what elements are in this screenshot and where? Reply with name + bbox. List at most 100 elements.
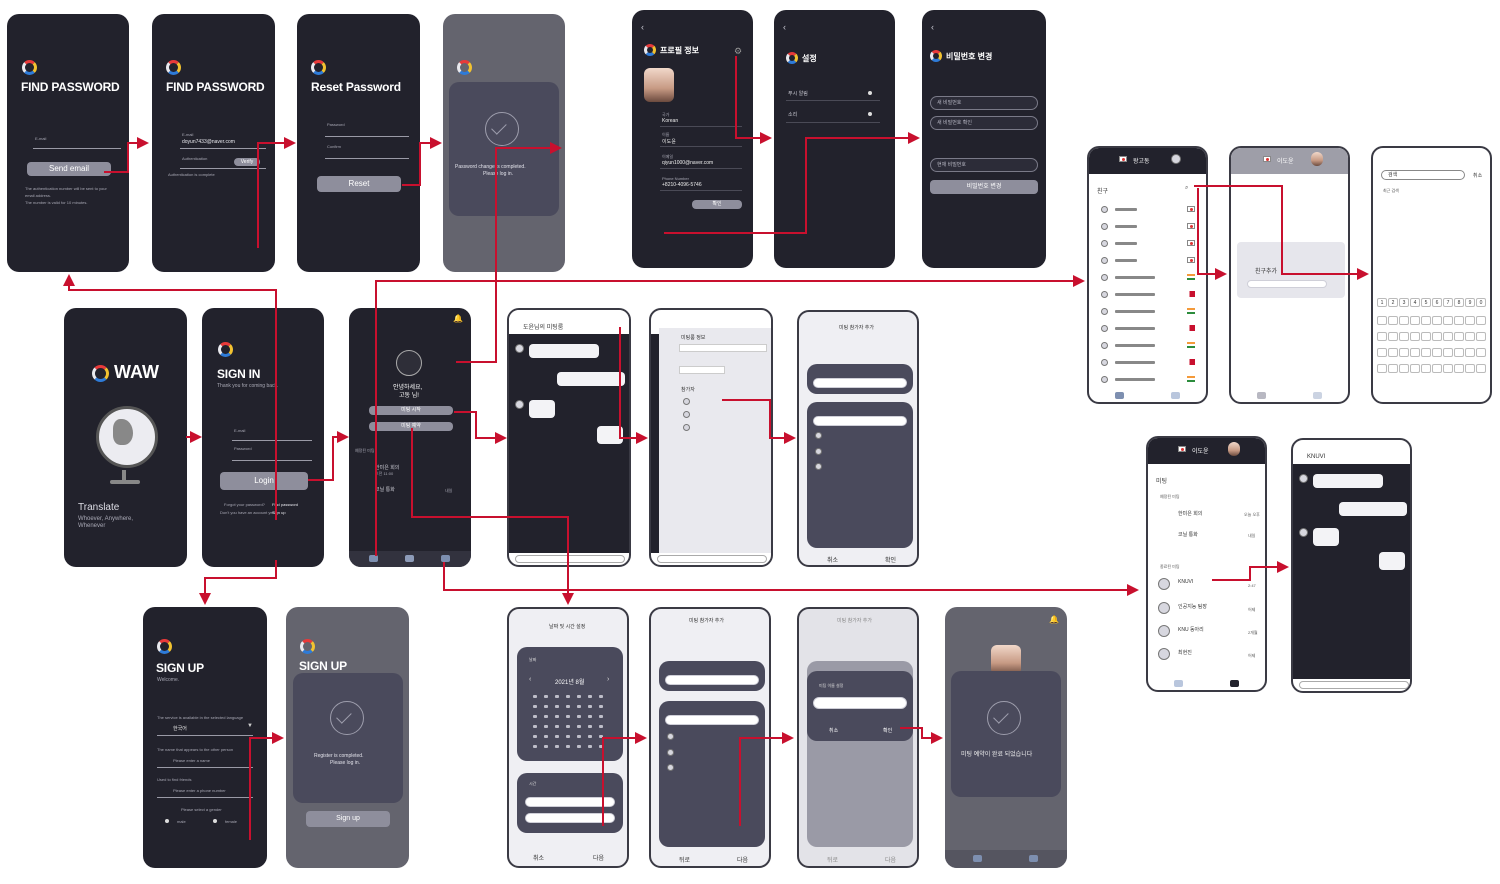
message-input[interactable]: [515, 555, 625, 563]
start-time-field[interactable]: [525, 797, 615, 807]
cancel-button[interactable]: 취소: [1473, 173, 1483, 179]
ended-meeting-1[interactable]: KNUVI: [1178, 579, 1194, 585]
key[interactable]: [1443, 364, 1453, 373]
calendar-day[interactable]: [595, 741, 606, 751]
key[interactable]: [1377, 364, 1387, 373]
key[interactable]: [1377, 316, 1387, 325]
friends-icon[interactable]: [1115, 392, 1124, 399]
calendar-day[interactable]: [562, 741, 573, 751]
calendar-day[interactable]: [551, 701, 562, 711]
ended-meeting-4[interactable]: 최현진: [1178, 650, 1192, 656]
search-field[interactable]: [813, 378, 907, 388]
key[interactable]: [1476, 332, 1486, 341]
calendar-day[interactable]: [540, 721, 551, 731]
male-radio[interactable]: [165, 819, 169, 823]
current-password-field[interactable]: 현재 비밀번호: [930, 158, 1038, 172]
calendar-day[interactable]: [551, 721, 562, 731]
key[interactable]: [1432, 348, 1442, 357]
send-email-button[interactable]: Send email: [27, 162, 111, 176]
calendar-day[interactable]: [573, 731, 584, 741]
sign-up-button[interactable]: Sign up: [306, 811, 390, 827]
confirm-button[interactable]: 확인: [885, 558, 897, 564]
key[interactable]: [1421, 364, 1431, 373]
key[interactable]: [1454, 348, 1464, 357]
end-time-field[interactable]: [525, 813, 615, 823]
find-password-link[interactable]: Find password: [272, 502, 299, 507]
search-field[interactable]: [665, 675, 759, 685]
room-name-field[interactable]: [813, 697, 907, 709]
key[interactable]: [1443, 316, 1453, 325]
name-field[interactable]: Please enter a name: [173, 758, 210, 763]
key[interactable]: [1388, 332, 1398, 341]
chat-icon[interactable]: [441, 555, 450, 562]
search-field-2[interactable]: [665, 715, 759, 725]
key[interactable]: 7: [1443, 298, 1453, 307]
cancel-button[interactable]: 취소: [829, 728, 839, 734]
key[interactable]: 5: [1421, 298, 1431, 307]
key[interactable]: [1465, 332, 1475, 341]
key[interactable]: [1399, 364, 1409, 373]
calendar-day[interactable]: [562, 701, 573, 711]
key[interactable]: [1388, 316, 1398, 325]
key[interactable]: [1432, 332, 1442, 341]
key[interactable]: [1421, 348, 1431, 357]
key[interactable]: 8: [1454, 298, 1464, 307]
back-icon[interactable]: ‹: [931, 22, 934, 32]
key[interactable]: 2: [1388, 298, 1398, 307]
key[interactable]: 3: [1399, 298, 1409, 307]
language-select[interactable]: 한국어: [173, 726, 187, 732]
start-meeting-button[interactable]: 미팅 시작: [369, 406, 453, 415]
key[interactable]: 9: [1465, 298, 1475, 307]
key[interactable]: [1410, 316, 1420, 325]
friends-icon[interactable]: [369, 555, 378, 562]
calendar-day[interactable]: [540, 741, 551, 751]
calendar-day[interactable]: [562, 711, 573, 721]
confirm-button[interactable]: 확인: [692, 200, 742, 209]
calendar-day[interactable]: [584, 721, 595, 731]
calendar-day[interactable]: [573, 691, 584, 701]
search-field-2[interactable]: [813, 416, 907, 426]
key[interactable]: [1421, 316, 1431, 325]
key[interactable]: [1399, 332, 1409, 341]
key[interactable]: [1377, 348, 1387, 357]
calendar-day[interactable]: [595, 711, 606, 721]
new-password-field[interactable]: 새 비밀번호: [930, 96, 1038, 110]
key[interactable]: [1454, 364, 1464, 373]
key[interactable]: 4: [1410, 298, 1420, 307]
sign-up-link[interactable]: Sign up: [272, 510, 286, 515]
calendar-day[interactable]: [573, 721, 584, 731]
cancel-button[interactable]: 취소: [533, 856, 545, 862]
calendar-day[interactable]: [551, 741, 562, 751]
calendar-day[interactable]: [573, 711, 584, 721]
change-password-button[interactable]: 비밀번호 변경: [930, 180, 1038, 194]
calendar-day[interactable]: [551, 691, 562, 701]
reset-button[interactable]: Reset: [317, 176, 401, 192]
bell-icon[interactable]: 🔔: [453, 314, 463, 323]
chevron-down-icon[interactable]: ▼: [247, 723, 253, 729]
next-month-icon[interactable]: ›: [607, 676, 610, 683]
key[interactable]: [1465, 348, 1475, 357]
calendar-day[interactable]: [584, 691, 595, 701]
next-button[interactable]: 다음: [737, 858, 749, 864]
calendar-day[interactable]: [562, 731, 573, 741]
key[interactable]: [1454, 316, 1464, 325]
key[interactable]: [1410, 332, 1420, 341]
confirm-field[interactable]: [325, 158, 409, 159]
key[interactable]: [1388, 364, 1398, 373]
reserve-meeting-button[interactable]: 미팅 예약: [369, 422, 453, 431]
calendar-day[interactable]: [529, 711, 540, 721]
key[interactable]: [1377, 332, 1387, 341]
calendar-day[interactable]: [540, 701, 551, 711]
calendar-day[interactable]: [595, 701, 606, 711]
calendar-day[interactable]: [584, 741, 595, 751]
calendar-grid[interactable]: [529, 691, 606, 751]
calendar-day[interactable]: [584, 711, 595, 721]
key[interactable]: 0: [1476, 298, 1486, 307]
key[interactable]: [1399, 316, 1409, 325]
email-field[interactable]: [232, 440, 312, 441]
key[interactable]: [1410, 348, 1420, 357]
calendar-day[interactable]: [584, 731, 595, 741]
new-password-confirm-field[interactable]: 새 비밀번호 확인: [930, 116, 1038, 130]
calendar-day[interactable]: [540, 691, 551, 701]
calendar-day[interactable]: [595, 731, 606, 741]
